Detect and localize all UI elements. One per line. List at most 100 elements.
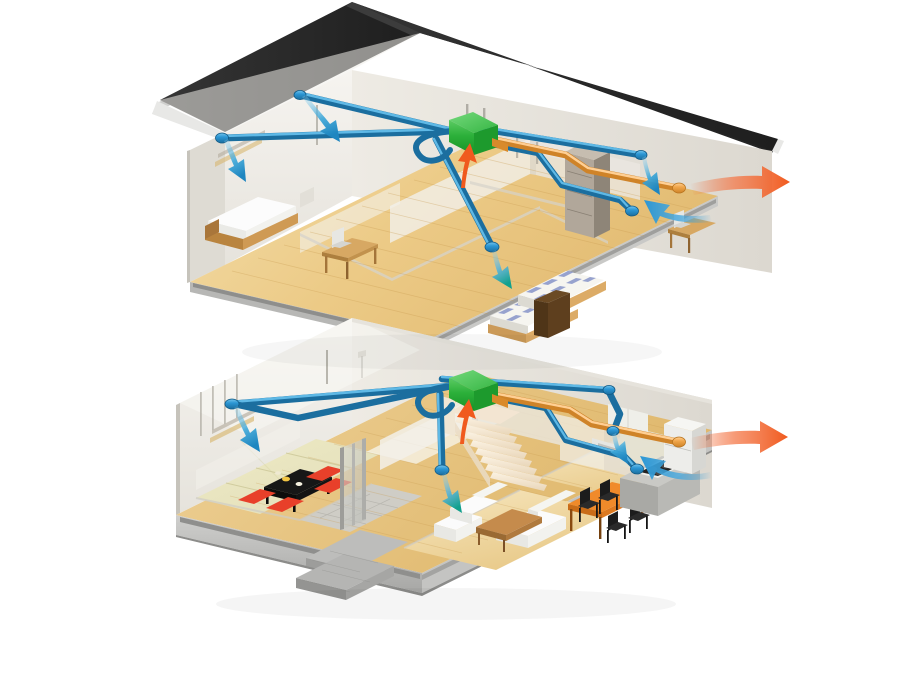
- armchair-1-front: [434, 524, 456, 542]
- upper-duct-northwest: [296, 91, 456, 135]
- entry-step-low-side: [346, 566, 394, 600]
- refrigerator-front: [664, 424, 692, 474]
- desk-chair-seat: [330, 241, 352, 248]
- hrv-outlet-stub: [492, 138, 508, 152]
- bed-mattress-top: [208, 197, 296, 231]
- upper-floor-group: [152, 2, 790, 348]
- lower-exhaust-duct-cap: [672, 436, 686, 448]
- lower-duct-northwest: [230, 382, 456, 422]
- roof-eave-right: [772, 139, 784, 154]
- east-chair-seat: [672, 222, 691, 228]
- upper-column-shelf-lines: [566, 170, 593, 217]
- roof-eave-left: [152, 101, 225, 140]
- lower-duct-endcaps: [224, 384, 686, 476]
- upper-wall-left-outer: [190, 133, 225, 282]
- lower-interior-partitions: [196, 394, 700, 490]
- upper-floor-shadow: [242, 334, 662, 370]
- hrv-front: [449, 120, 474, 155]
- coffee-table-side: [506, 517, 542, 541]
- low-table-leg-1: [266, 492, 269, 504]
- coffee-table-leg-2: [503, 540, 505, 552]
- entry-step-texture: [301, 550, 379, 593]
- table-items: [275, 471, 303, 486]
- entry-step-low-front: [296, 578, 346, 600]
- lower-window-frame: [212, 408, 256, 434]
- lower-wall-left-outer: [176, 403, 180, 515]
- upper-room-divider-c: [470, 181, 592, 214]
- lower-airflow-arrows: [234, 406, 788, 513]
- lower-floor-shadow: [216, 588, 676, 620]
- coffee-table-leg-1: [478, 533, 480, 545]
- lower-entry-door: [340, 438, 366, 530]
- armchair-2-front: [450, 508, 472, 524]
- upper-window-sill: [215, 138, 262, 167]
- upper-wall-left-edge: [187, 150, 190, 283]
- desk-leg-2: [346, 262, 349, 279]
- lower-duct-drop-center-hl: [436, 392, 442, 470]
- lower-hrv-side: [474, 383, 498, 411]
- lower-duct-cap-east: [606, 425, 620, 436]
- upper-left-wall: [187, 133, 225, 283]
- lower-living-furniture: [434, 482, 576, 552]
- upper-desk-west: [322, 227, 378, 279]
- upper-floor-trim-right: [432, 199, 716, 344]
- upper-exhaust-duct: [482, 134, 682, 192]
- lower-duct-elbow-loop: [415, 383, 455, 419]
- lower-arrow-supply-center: [442, 473, 462, 513]
- armchair-2-back: [472, 482, 508, 498]
- cushion-3: [306, 466, 344, 481]
- arrow-supply-west: [224, 139, 246, 182]
- hrv-top: [449, 112, 498, 133]
- lower-arrow-supply-east: [610, 433, 628, 464]
- upper-column-top: [565, 144, 610, 160]
- bed-base-right: [243, 213, 298, 250]
- lower-unit-intake-arrow: [457, 399, 476, 444]
- lower-duct-cap-southeast: [630, 463, 644, 475]
- upper-wall-post-1: [316, 105, 318, 145]
- upper-ceiling-underside: [160, 33, 420, 133]
- upper-airflow-arrows: [224, 95, 790, 289]
- lower-arrow-exhaust-outdoor: [690, 421, 788, 453]
- entry-step-low: [296, 554, 394, 590]
- refrigerator-lines: [664, 443, 692, 452]
- desk-edge-r: [348, 244, 378, 262]
- lower-exhaust-duct-hl: [486, 390, 680, 442]
- desk-leg-3: [374, 248, 377, 264]
- coffee-table-top: [476, 509, 542, 535]
- armchair-1-side: [456, 517, 482, 542]
- arrow-supply-nw: [302, 95, 340, 142]
- lower-duct-west-main-hl: [230, 382, 454, 404]
- upper-unit-intake-arrow: [458, 143, 477, 188]
- upper-bed-west: [205, 197, 298, 250]
- dining-chair-3: [606, 511, 628, 543]
- lower-duct-cap-west: [224, 398, 240, 410]
- desk-edge: [322, 252, 348, 262]
- desk-leg-1: [325, 256, 328, 273]
- lower-floor-group: [176, 186, 788, 600]
- upper-duct-elbow-loop: [413, 128, 455, 164]
- hrv-side: [474, 125, 498, 155]
- stair-treads: [455, 416, 547, 491]
- arrow-intake-outdoor: [644, 200, 712, 224]
- duct-cap-center-drop: [484, 241, 500, 253]
- low-table-side: [296, 477, 332, 502]
- lower-arrow-supply-west: [234, 406, 260, 452]
- east-desk-leg-1: [670, 233, 673, 248]
- desk-top: [322, 238, 378, 258]
- twin-bed-1-side: [490, 316, 528, 336]
- upper-room-divider-b: [392, 206, 540, 281]
- roof-ridge: [346, 2, 420, 36]
- refrigerator-top: [664, 417, 706, 431]
- duct-cap-east-lower: [625, 205, 639, 217]
- dining-table-front: [568, 504, 602, 518]
- kitchen-counter-front: [620, 478, 658, 516]
- lower-ceiling-lamp: [358, 350, 366, 358]
- low-table-leg-2: [293, 500, 296, 512]
- lower-exhaust-duct: [484, 390, 682, 446]
- entry-step-top: [306, 530, 408, 570]
- arrow-supply-east-upper: [642, 156, 660, 195]
- upper-duct-northwest-hl: [298, 91, 454, 131]
- lower-lamp-cord: [361, 356, 363, 378]
